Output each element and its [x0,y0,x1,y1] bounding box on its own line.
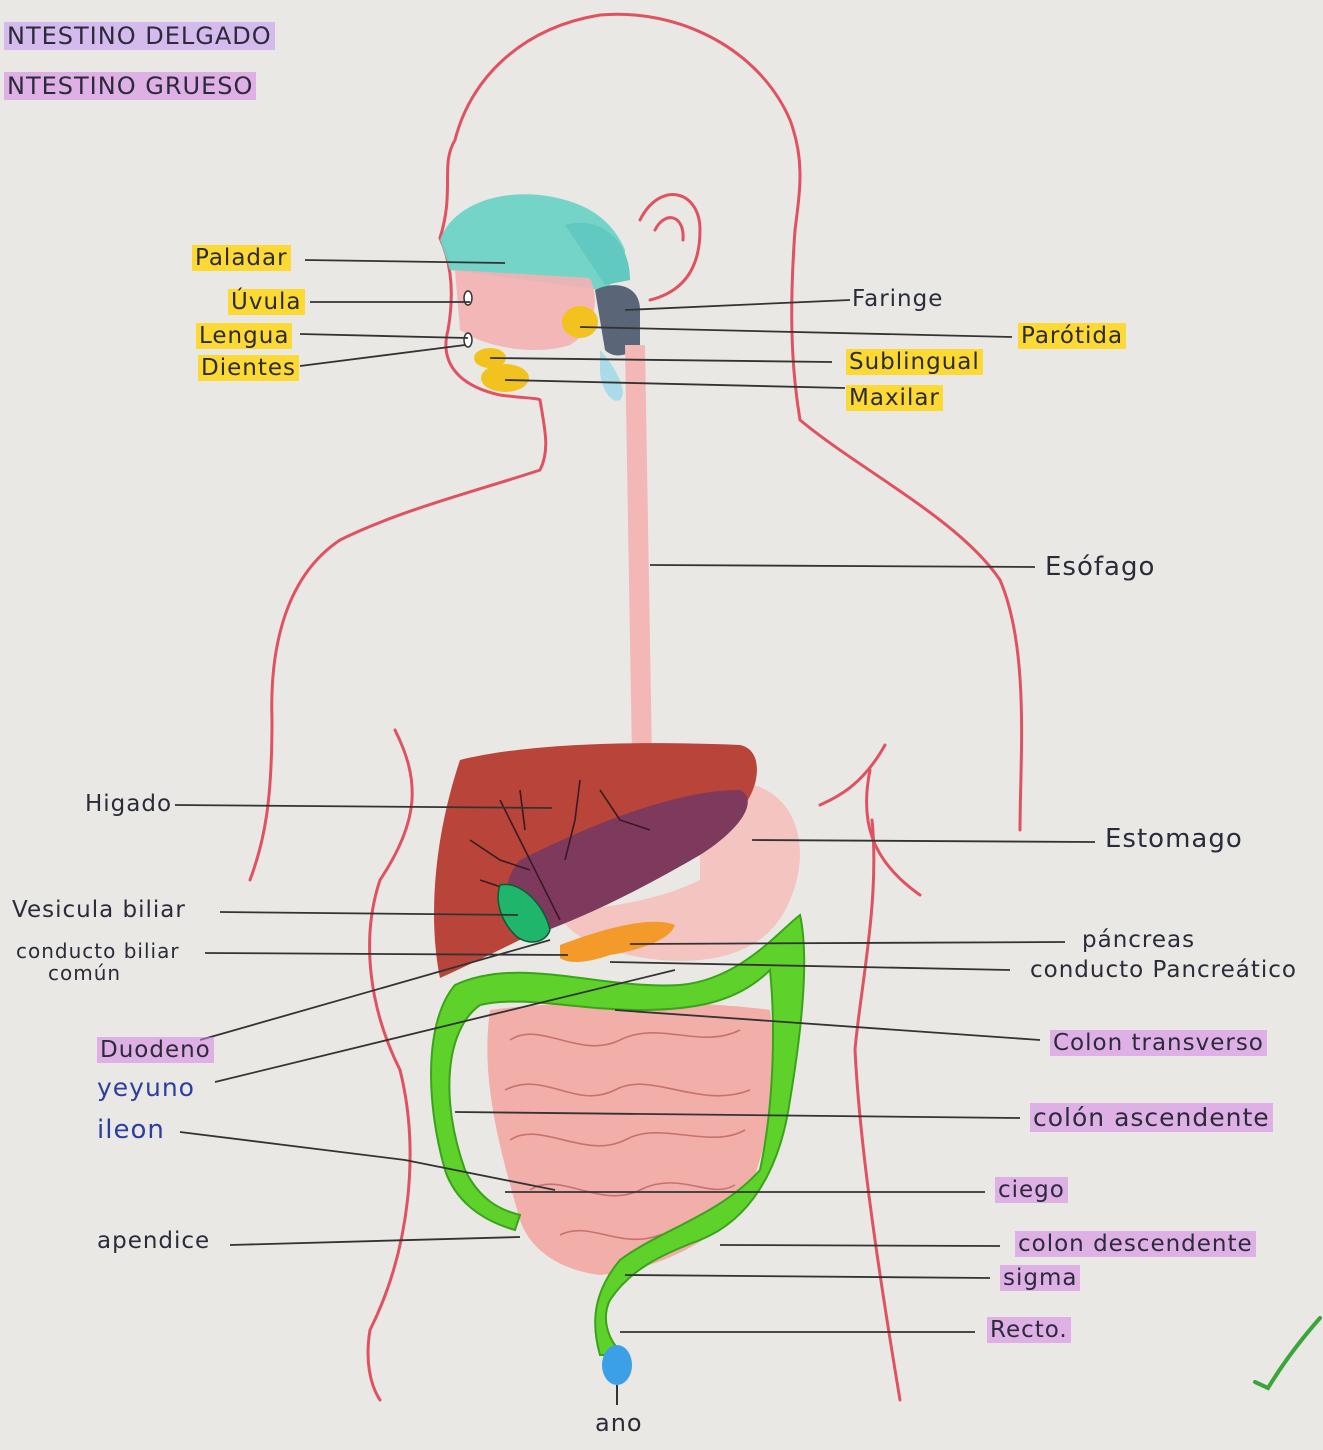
label-colon-descendente-text: colon descendente [1015,1231,1256,1257]
label-duodeno: Duodeno [97,1038,214,1063]
legend-large-intestine-text: NTESTINO GRUESO [4,72,256,100]
legend-small-intestine: NTESTINO DELGADO [4,22,275,50]
label-colon-ascendente-text: colón ascendente [1030,1103,1273,1132]
legend-small-intestine-text: NTESTINO DELGADO [4,22,275,50]
esophagus-shape [625,345,652,760]
pharynx-shape [595,285,640,355]
check-mark-icon [1255,1318,1320,1388]
label-parotida-text: Parótida [1018,323,1126,349]
label-conducto-biliar-2: común [48,962,121,984]
label-recto-text: Recto. [987,1317,1071,1343]
label-conducto-pancreatico: conducto Pancreático [1030,958,1297,983]
label-recto: Recto. [987,1318,1071,1343]
maxillary-gland [481,364,529,392]
label-sigma: sigma [1000,1266,1080,1291]
label-sublingual: Sublingual [846,350,983,375]
legend-large-intestine: NTESTINO GRUESO [4,72,256,100]
label-colon-ascendente: colón ascendente [1030,1104,1273,1132]
larynx-shape [600,350,623,401]
label-conducto-biliar: conducto biliar [16,940,180,962]
label-faringe: Faringe [852,287,943,312]
label-colon-descendente: colon descendente [1015,1232,1256,1257]
label-lengua-text: Lengua [196,323,292,349]
label-paladar: Paladar [192,246,291,271]
label-esofago: Esófago [1045,553,1155,582]
label-vesicula: Vesicula biliar [12,898,186,923]
label-apendice: apendice [97,1229,210,1254]
teeth-mark [464,333,472,347]
label-higado: Higado [85,792,172,817]
label-colon-transverso-text: Colon transverso [1050,1030,1267,1056]
label-uvula-text: Úvula [228,289,305,315]
label-sigma-text: sigma [1000,1265,1080,1291]
label-uvula: Úvula [228,290,305,315]
label-parotida: Parótida [1018,324,1126,349]
label-duodeno-text: Duodeno [97,1037,214,1063]
label-colon-transverso: Colon transverso [1050,1031,1267,1056]
label-ano: ano [595,1410,643,1436]
label-maxilar-text: Maxilar [846,385,943,411]
label-ciego: ciego [995,1178,1068,1203]
small-intestine-shape [487,1003,773,1276]
parotid-gland [562,306,598,338]
label-pancreas: páncreas [1082,928,1195,953]
label-maxilar: Maxilar [846,386,943,411]
anus-shape [602,1345,632,1385]
label-paladar-text: Paladar [192,245,291,271]
label-lengua: Lengua [196,324,292,349]
label-sublingual-text: Sublingual [846,349,983,375]
label-ciego-text: ciego [995,1177,1068,1203]
label-yeyuno: yeyuno [97,1074,195,1102]
label-dientes: Dientes [198,356,299,381]
label-dientes-text: Dientes [198,355,299,381]
label-estomago: Estomago [1105,825,1243,854]
label-ileon: ileon [97,1116,165,1145]
